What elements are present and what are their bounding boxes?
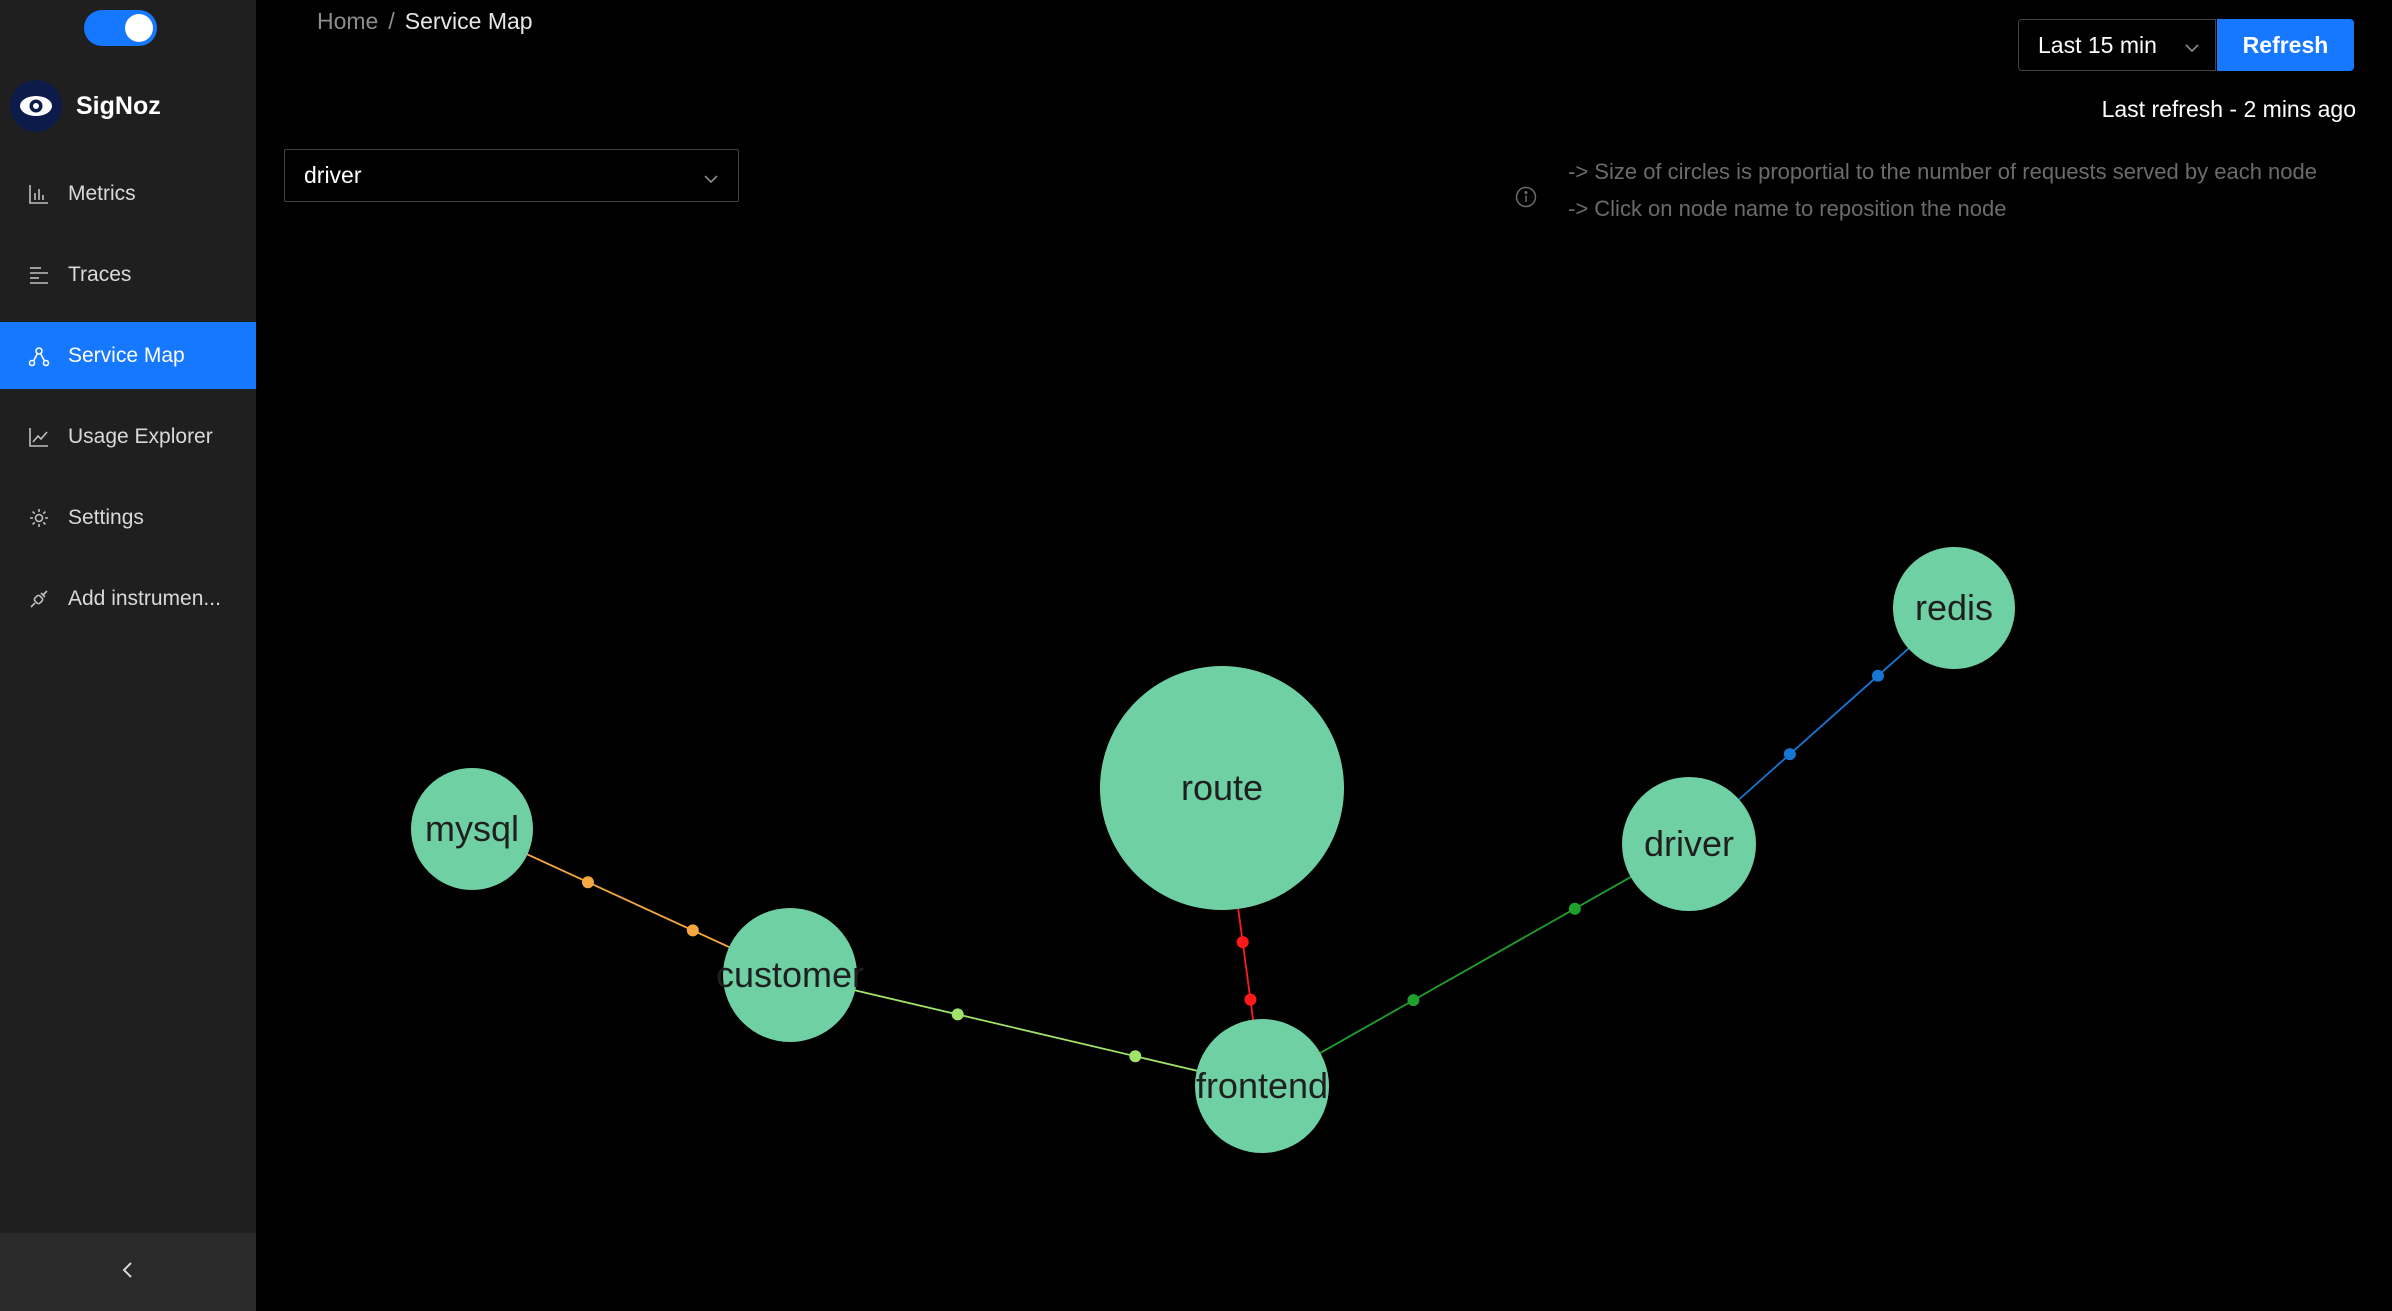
- bar-chart-icon: [28, 183, 50, 205]
- toggle-knob: [125, 14, 153, 42]
- sidebar-item-add-instrumentation[interactable]: Add instrumen...: [0, 565, 256, 632]
- sidebar-item-label: Traces: [68, 262, 132, 286]
- sidebar: SigNoz Metrics Traces: [0, 0, 256, 1311]
- node-label[interactable]: mysql: [425, 808, 519, 849]
- edge-particle: [686, 924, 699, 937]
- node-route[interactable]: route: [1100, 666, 1344, 910]
- node-circle[interactable]: [723, 908, 857, 1042]
- edge-particle: [1783, 748, 1796, 761]
- sidebar-collapse-button[interactable]: [0, 1233, 256, 1311]
- brand-name: SigNoz: [76, 91, 161, 120]
- node-circle[interactable]: [1622, 777, 1756, 911]
- gear-icon: [28, 507, 50, 529]
- breadcrumb-separator: /: [388, 8, 395, 34]
- node-label[interactable]: driver: [1644, 823, 1734, 864]
- time-range-value: Last 15 min: [2038, 31, 2157, 58]
- edge-frontend-driver: [1261, 843, 1690, 1087]
- sidebar-item-metrics[interactable]: Metrics: [0, 160, 256, 227]
- breadcrumb: Home / Service Map: [317, 8, 533, 35]
- api-icon: [28, 588, 50, 610]
- sidebar-item-usage-explorer[interactable]: Usage Explorer: [0, 403, 256, 470]
- edge-particle: [1236, 936, 1249, 949]
- nodes-layer: redis route driver mysql customer frontend: [411, 547, 2015, 1153]
- chevron-down-icon: [2183, 36, 2201, 63]
- theme-toggle[interactable]: [84, 10, 157, 46]
- brand-logo[interactable]: SigNoz: [10, 80, 161, 132]
- node-label[interactable]: customer: [716, 954, 864, 995]
- breadcrumb-home[interactable]: Home: [317, 8, 379, 34]
- sidebar-item-label: Settings: [68, 505, 144, 529]
- sidebar-item-label: Service Map: [68, 343, 185, 367]
- info-icon: [1515, 186, 1537, 208]
- node-frontend[interactable]: frontend: [1195, 1019, 1329, 1153]
- node-label[interactable]: route: [1181, 767, 1263, 808]
- edge-line: [1261, 843, 1690, 1087]
- service-map-graph[interactable]: redis route driver mysql customer frontend: [256, 0, 2392, 1311]
- chevron-down-icon: [702, 167, 720, 194]
- sidebar-item-service-map[interactable]: Service Map: [0, 322, 256, 389]
- node-circle[interactable]: [411, 768, 533, 890]
- hints: -> Size of circles is proportial to the …: [1568, 153, 2317, 227]
- sidebar-item-label: Usage Explorer: [68, 424, 213, 448]
- refresh-button[interactable]: Refresh: [2217, 19, 2354, 71]
- edge-particle: [1407, 994, 1420, 1007]
- sidebar-item-settings[interactable]: Settings: [0, 484, 256, 551]
- time-range-select[interactable]: Last 15 min: [2018, 19, 2216, 71]
- node-mysql[interactable]: mysql: [411, 768, 533, 890]
- service-select[interactable]: driver: [284, 149, 739, 202]
- breadcrumb-current: Service Map: [404, 8, 533, 34]
- node-driver[interactable]: driver: [1622, 777, 1756, 911]
- hint-line-1: -> Size of circles is proportial to the …: [1568, 159, 2317, 184]
- sidebar-item-label: Metrics: [68, 181, 136, 205]
- service-select-value: driver: [304, 162, 362, 188]
- line-chart-icon: [28, 426, 50, 448]
- edge-customer-frontend: [789, 974, 1263, 1087]
- edge-particle: [951, 1008, 964, 1021]
- edge-particle: [1244, 993, 1257, 1006]
- chevron-left-icon: [120, 1260, 136, 1285]
- node-circle[interactable]: [1893, 547, 2015, 669]
- edge-line: [789, 974, 1263, 1087]
- edge-particle: [1129, 1050, 1142, 1063]
- node-circle[interactable]: [1100, 666, 1344, 910]
- last-refresh-text: Last refresh - 2 mins ago: [2101, 96, 2356, 122]
- sidebar-item-traces[interactable]: Traces: [0, 241, 256, 308]
- node-customer[interactable]: customer: [716, 908, 864, 1042]
- edge-particle: [1568, 902, 1581, 915]
- align-left-icon: [28, 264, 50, 286]
- eye-icon: [10, 80, 62, 132]
- sidebar-nav: Metrics Traces Service Map: [0, 160, 256, 646]
- node-label[interactable]: frontend: [1196, 1065, 1328, 1106]
- node-circle[interactable]: [1195, 1019, 1329, 1153]
- sidebar-item-label: Add instrumen...: [68, 586, 221, 610]
- edge-particle: [1871, 669, 1884, 682]
- node-label[interactable]: redis: [1915, 587, 1993, 628]
- node-redis[interactable]: redis: [1893, 547, 2015, 669]
- deployment-unit-icon: [28, 345, 50, 367]
- edge-particle: [581, 876, 594, 889]
- hint-line-2: -> Click on node name to reposition the …: [1568, 196, 2007, 221]
